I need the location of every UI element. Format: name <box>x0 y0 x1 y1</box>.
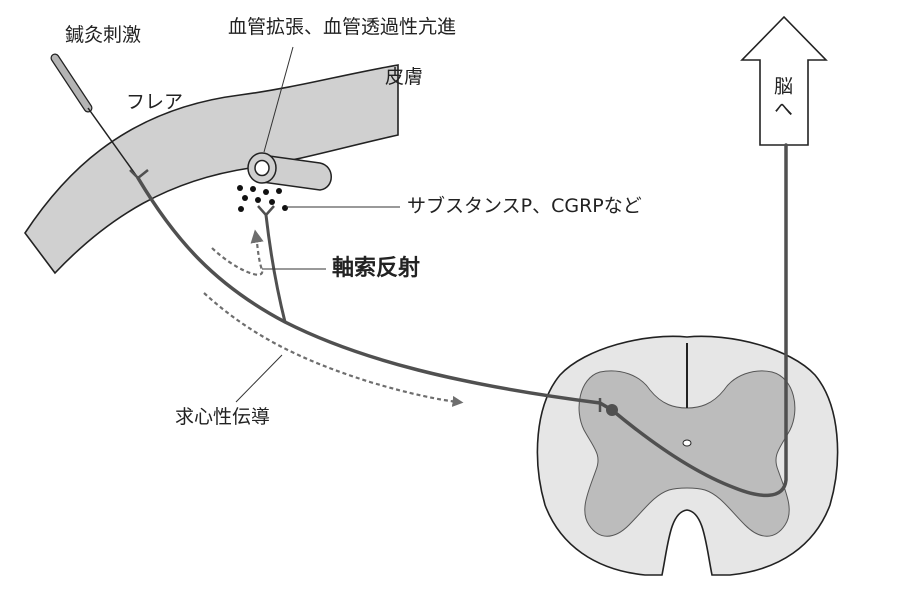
branch-nerve-ending <box>257 205 275 216</box>
axon-reflex-label: 軸索反射 <box>332 256 421 281</box>
acupuncture-label: 鍼灸刺激 <box>65 24 142 46</box>
skin-nerve-ending <box>129 169 149 179</box>
axon-reflex-arrow <box>211 229 264 276</box>
substances-label: サブスタンスP、CGRPなど <box>407 195 642 217</box>
afferent-conduction-label: 求心性伝導 <box>175 406 271 428</box>
released-substance-dots <box>237 185 288 212</box>
ascending-pathway <box>610 143 788 498</box>
central-canal <box>682 439 692 447</box>
skin-layer <box>24 64 399 275</box>
flare-label: フレア <box>126 91 184 113</box>
axon-reflex-branch <box>264 213 287 324</box>
gray-matter <box>578 370 796 537</box>
afferent-leader-line <box>235 354 283 403</box>
spinal-cord-cross-section <box>536 335 839 576</box>
blood-vessel-icon <box>247 152 332 191</box>
acupuncture-needle-icon <box>50 53 139 179</box>
skin-label: 皮膚 <box>385 66 424 88</box>
afferent-nerve-fiber <box>136 176 614 412</box>
to-brain-label: 脳へ <box>771 76 793 122</box>
vascular-leader-line <box>263 46 294 153</box>
vascular-response-label: 血管拡張、血管透過性亢進 <box>228 16 457 38</box>
up-arrow-icon <box>740 15 828 146</box>
afferent-conduction-arrow <box>203 292 464 407</box>
